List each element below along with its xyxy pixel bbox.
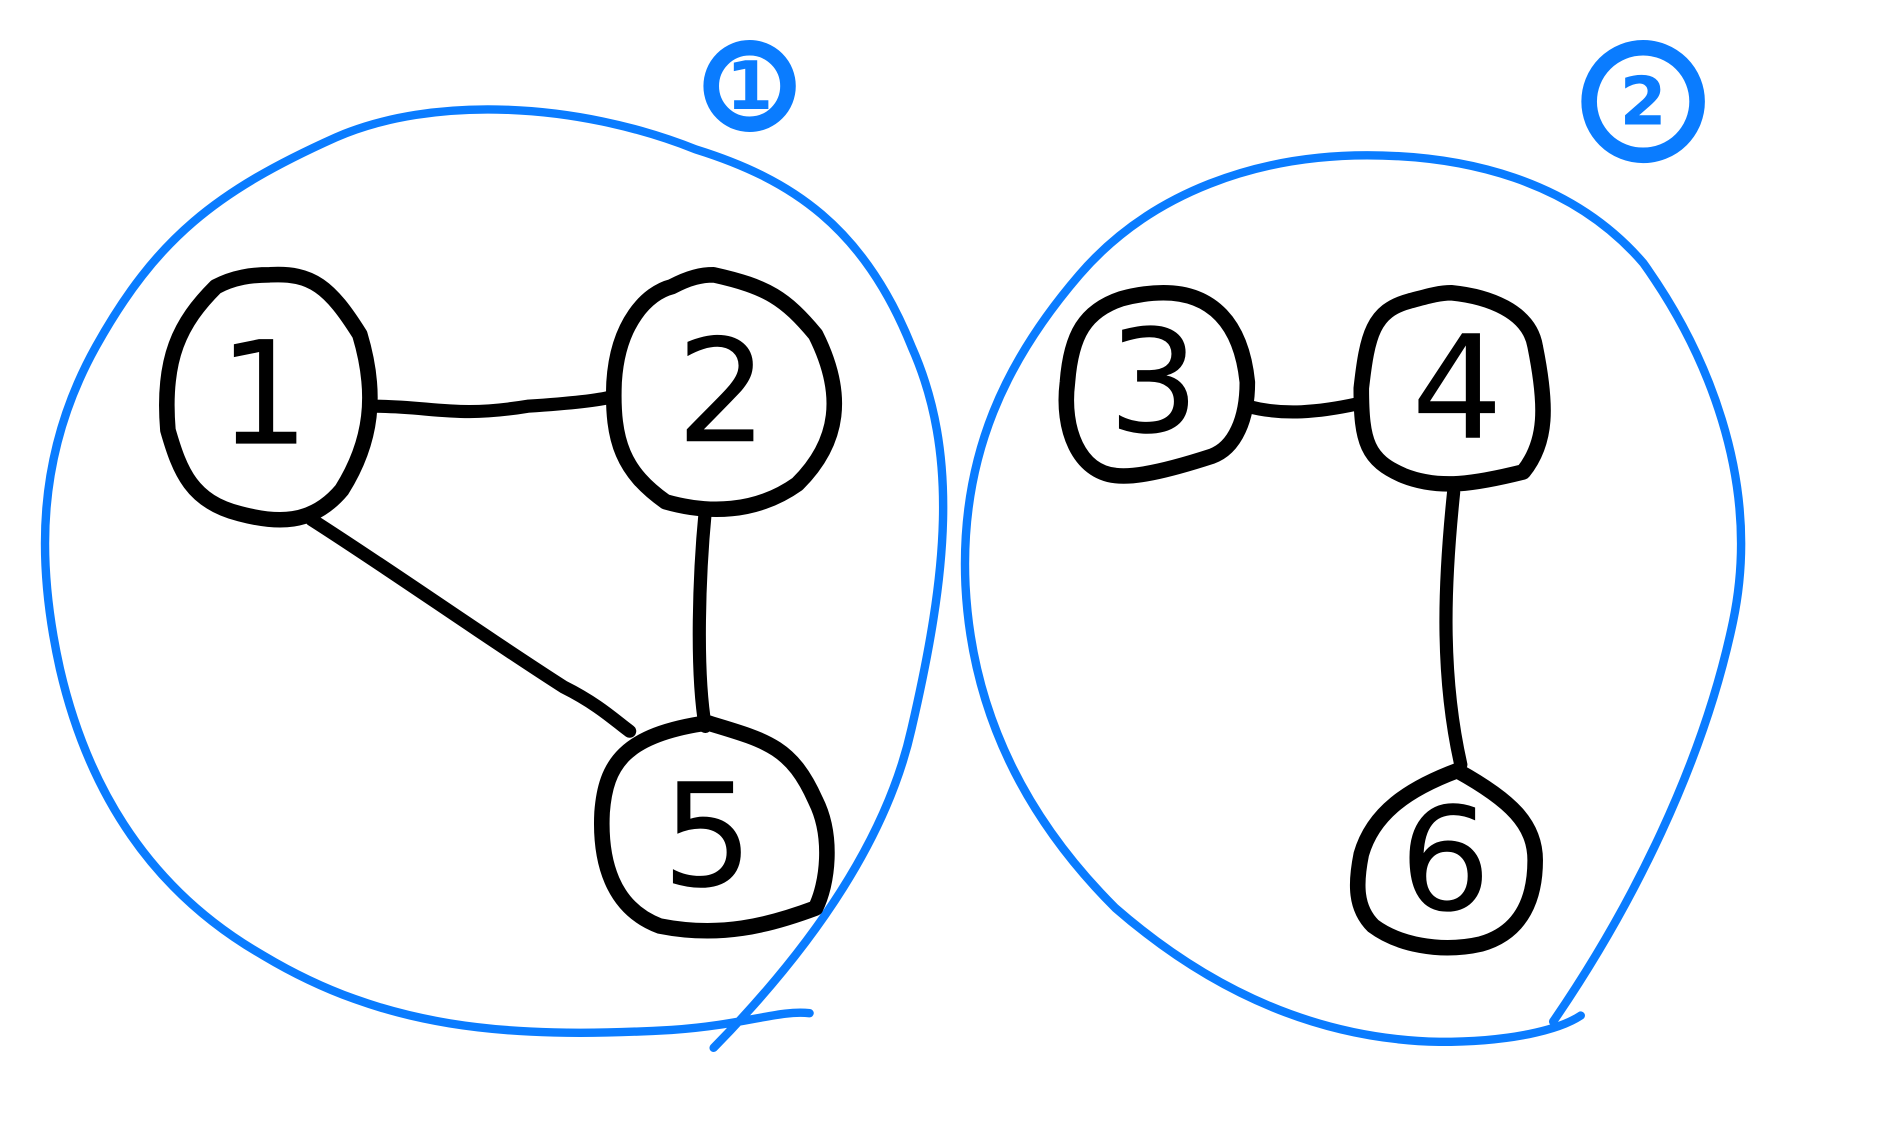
- node-2-label: 2: [676, 309, 768, 476]
- component-1-badge: [703, 40, 796, 133]
- component-2-label: 2: [1620, 63, 1667, 141]
- node-1-label: 1: [218, 311, 310, 478]
- edge-4-6: [1439, 485, 1468, 772]
- node-5-label: 5: [662, 753, 754, 920]
- node-3[interactable]: 3: [1058, 284, 1256, 484]
- node-3-label: 3: [1108, 299, 1200, 466]
- node-6[interactable]: 6: [1349, 762, 1543, 956]
- edge-1-2: [367, 390, 619, 419]
- edge-3-4: [1240, 397, 1365, 419]
- component-2: 2: [960, 40, 1746, 1047]
- component-2-badge: [1581, 40, 1705, 164]
- node-4[interactable]: 4: [1353, 284, 1551, 492]
- component-2-outline: [960, 151, 1746, 1047]
- component-1-label: 1: [726, 47, 773, 125]
- component-1: 1: [40, 40, 948, 1053]
- nodes: 1 2 5 3 4 6: [159, 266, 1551, 956]
- node-1[interactable]: 1: [159, 266, 378, 528]
- node-2[interactable]: 2: [605, 267, 843, 517]
- edge-2-5: [692, 504, 712, 734]
- node-5[interactable]: 5: [593, 715, 835, 939]
- edges: [305, 390, 1468, 772]
- node-4-label: 4: [1411, 305, 1503, 472]
- edge-1-5: [305, 513, 637, 738]
- component-1-outline: [40, 105, 948, 1053]
- node-6-label: 6: [1399, 777, 1491, 944]
